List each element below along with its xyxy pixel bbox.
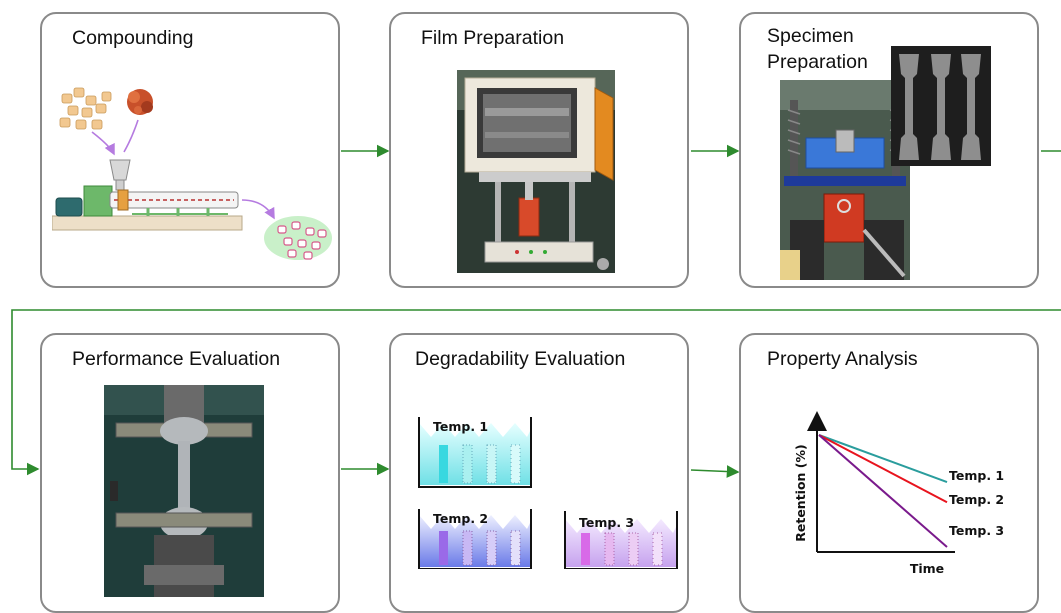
series-label-2: Temp. 2 bbox=[949, 492, 1004, 507]
additive-powder-icon bbox=[127, 89, 153, 115]
y-axis-label: Retention (%) bbox=[793, 444, 808, 542]
panel-title: Property Analysis bbox=[767, 348, 918, 370]
panel-title: Performance Evaluation bbox=[72, 348, 281, 370]
x-axis-label: Time bbox=[910, 561, 944, 576]
extruder-illustration bbox=[52, 87, 332, 260]
panel-film-preparation: Film Preparation bbox=[389, 12, 689, 288]
tank-label: Temp. 1 bbox=[433, 419, 488, 434]
dogbone-specimens-photo bbox=[891, 46, 991, 166]
arrow-degradability-to-property bbox=[690, 465, 740, 478]
panel-title: Film Preparation bbox=[421, 27, 565, 49]
panel-title-line1: Specimen bbox=[767, 25, 854, 47]
panel-property-analysis: Property Analysis Temp. 1 Temp. 2 Temp. 3 … bbox=[739, 333, 1039, 613]
tank-temp-1: Temp. 1 bbox=[418, 417, 532, 488]
tank-label: Temp. 3 bbox=[579, 515, 634, 530]
series-line-3 bbox=[818, 434, 948, 548]
retention-chart: Temp. 1 Temp. 2 Temp. 3 Retention (%) Time bbox=[793, 411, 1004, 576]
tensile-test-photo bbox=[104, 385, 264, 597]
arrow-row-wrap bbox=[11, 309, 1061, 476]
series-label-3: Temp. 3 bbox=[949, 523, 1004, 538]
series-label-1: Temp. 1 bbox=[949, 468, 1004, 483]
hot-press-photo bbox=[780, 80, 910, 280]
film-press-photo bbox=[457, 70, 615, 273]
panel-degradability-evaluation: Degradability Evaluation Temp. 1 Temp. 2 bbox=[389, 333, 689, 613]
panel-title: Degradability Evaluation bbox=[415, 348, 626, 370]
panel-title: Compounding bbox=[72, 27, 194, 49]
compounded-pellets-icon bbox=[264, 216, 332, 260]
panel-title-line2: Preparation bbox=[767, 51, 868, 73]
tank-label: Temp. 2 bbox=[433, 511, 488, 526]
panel-performance-evaluation: Performance Evaluation bbox=[40, 333, 340, 613]
series-line-1 bbox=[818, 434, 948, 483]
series-line-2 bbox=[818, 434, 948, 504]
degradation-tanks-illustration: Temp. 1 Temp. 2 Temp. 3 bbox=[418, 417, 678, 569]
tank-temp-3: Temp. 3 bbox=[564, 511, 678, 569]
polymer-pellets-icon bbox=[59, 87, 112, 130]
panel-compounding: Compounding bbox=[40, 12, 340, 288]
tank-temp-2: Temp. 2 bbox=[418, 509, 532, 569]
panel-specimen-preparation: Specimen Preparation bbox=[739, 12, 1039, 288]
